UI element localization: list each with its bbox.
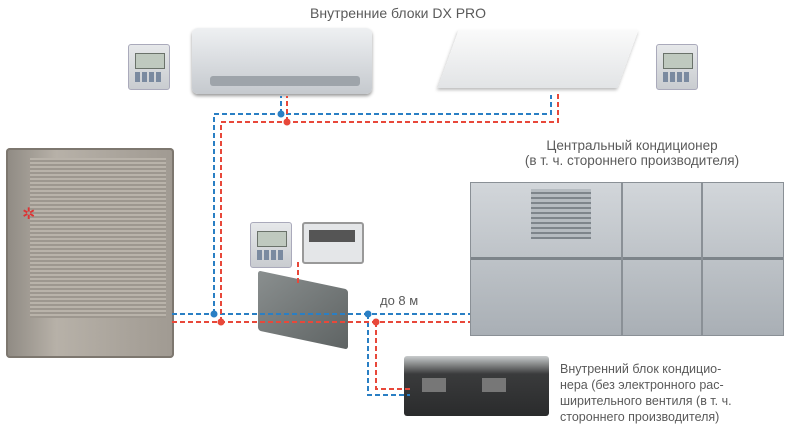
remote-controller xyxy=(250,222,292,268)
gas-pipe xyxy=(172,95,552,396)
central-air-handler xyxy=(470,182,784,336)
liquid-junction xyxy=(372,318,380,326)
gas-junction xyxy=(364,310,372,318)
distance-label: до 8 м xyxy=(380,293,419,308)
indoor-unit-label-line: нера (без электронного рас- xyxy=(560,378,724,392)
central-ac-label-line: (в т. ч. стороннего производителя) xyxy=(524,153,740,168)
indoor-unit-label-line: Внутренний блок кондицио- xyxy=(560,362,722,376)
outdoor-unit: ✲ xyxy=(6,148,174,358)
indoor-unit-label: Внутренний блок кондицио- нера (без элек… xyxy=(560,361,732,425)
liquid-junction xyxy=(217,318,225,326)
diagram-title: Внутренние блоки DX PRO xyxy=(310,5,487,21)
indoor-unit-label-line: ширительного вентиля (в т. ч. xyxy=(560,394,732,408)
brand-logo-icon: ✲ xyxy=(22,206,36,223)
gas-junction xyxy=(210,310,218,318)
central-ac-label: Центральный кондиционер (в т. ч. сторонн… xyxy=(492,138,772,168)
remote-controller xyxy=(128,44,170,90)
liquid-junction xyxy=(283,118,291,126)
indoor-unit-label-line: стороннего производителя) xyxy=(560,410,720,424)
gas-junction xyxy=(277,110,285,118)
wall-indoor-unit xyxy=(192,28,372,94)
control-panel xyxy=(302,222,364,264)
remote-controller xyxy=(656,44,698,90)
ducted-indoor-unit xyxy=(404,356,549,416)
liquid-pipe xyxy=(172,92,559,390)
central-ac-label-line: Центральный кондиционер xyxy=(546,138,718,153)
